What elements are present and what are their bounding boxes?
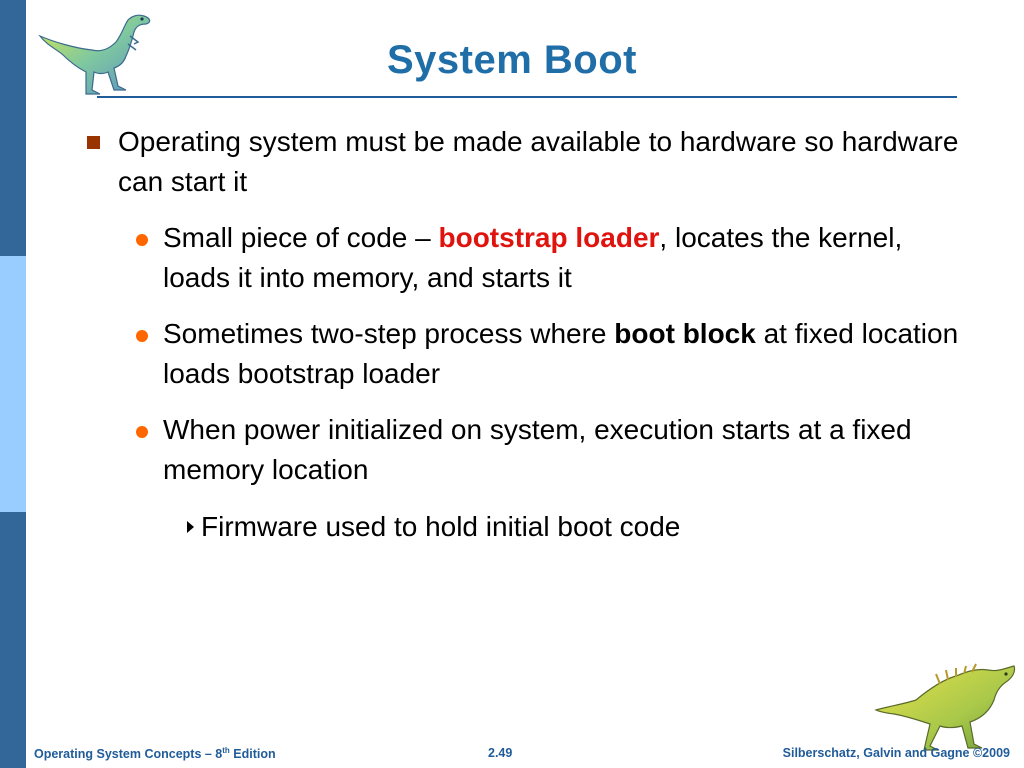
bullet-sub-2-pre: Sometimes two-step process where <box>163 318 615 349</box>
bullet-sub-3: When power initialized on system, execut… <box>163 414 912 485</box>
keyword-bootstrap-loader: bootstrap loader <box>438 222 660 253</box>
footer-edition-superscript: th <box>222 746 230 755</box>
left-stripe-middle <box>0 256 26 512</box>
left-stripe-top <box>0 0 26 256</box>
footer-page-number: 2.49 <box>488 746 513 760</box>
dinosaur-icon <box>874 663 1016 751</box>
footer-authors: Silberschatz, Galvin and Gagne ©2009 <box>782 746 1010 760</box>
bullet-main: Operating system must be made available … <box>118 126 959 197</box>
dot-bullet <box>136 330 148 342</box>
slide-title: System Boot <box>387 38 637 82</box>
dot-bullet <box>136 234 148 246</box>
bullet-sub-2: Sometimes two-step process where boot bl… <box>163 314 973 394</box>
dot-bullet <box>136 426 148 438</box>
dinosaur-icon <box>38 14 151 95</box>
bullet-sub-1-pre: Small piece of code – <box>163 222 439 253</box>
left-stripe-bottom <box>0 512 26 768</box>
bullet-sub-2-post: at fixed location loads bootstrap loader <box>163 318 959 389</box>
bullet-sub-1-post: , locates the kernel, loads it into memo… <box>163 222 903 293</box>
arrow-bullet-icon <box>187 521 194 533</box>
square-bullet <box>87 136 100 149</box>
bullet-sub-1: Small piece of code – bootstrap loader, … <box>163 218 973 298</box>
footer-course-title: Operating System Concepts – 8th Edition <box>34 746 276 761</box>
keyword-boot-block: boot block <box>614 318 756 349</box>
footer-course-title-text: Operating System Concepts – 8 <box>34 747 223 762</box>
title-underline <box>97 96 957 98</box>
bullet-sub-3-child: Firmware used to hold initial boot code <box>201 511 681 542</box>
footer-edition-text: Edition <box>229 747 276 762</box>
